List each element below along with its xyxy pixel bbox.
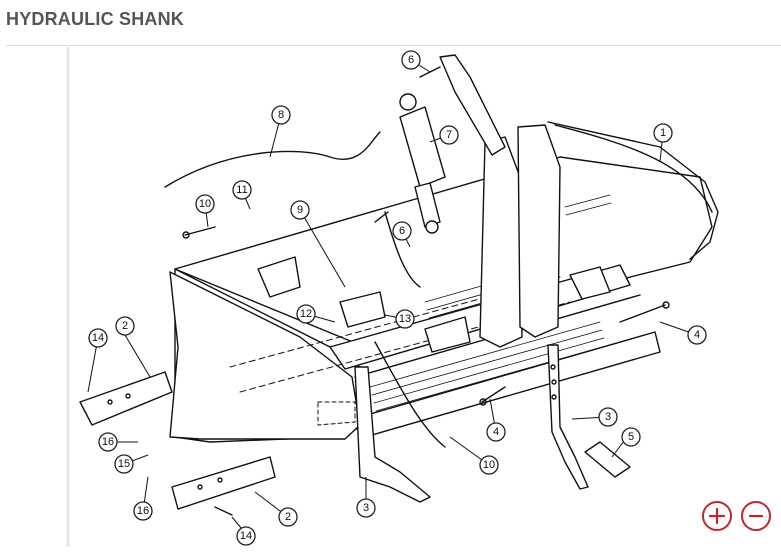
svg-text:3: 3: [605, 411, 611, 423]
svg-text:8: 8: [278, 109, 284, 121]
callout-3a: 3: [356, 498, 376, 518]
callout-7: 7: [439, 125, 459, 145]
callout-6a: 6: [401, 50, 421, 70]
callout-14b: 14: [236, 526, 256, 546]
svg-text:6: 6: [408, 54, 414, 66]
page-header: HYDRAULIC SHANK: [0, 0, 781, 46]
parts-diagram-drawing: 1 2 2 3 3 4 4 5 6 6 7 8 9 10 10 11 12 13…: [66, 45, 719, 549]
svg-text:5: 5: [628, 431, 634, 443]
svg-text:12: 12: [300, 308, 312, 320]
svg-text:3: 3: [363, 502, 369, 514]
svg-text:2: 2: [285, 511, 291, 523]
callout-4a: 4: [486, 422, 506, 442]
svg-text:2: 2: [122, 320, 128, 332]
svg-text:9: 9: [297, 204, 303, 216]
callout-9: 9: [290, 200, 310, 220]
svg-text:4: 4: [493, 426, 499, 438]
svg-text:16: 16: [102, 436, 114, 448]
callout-2a: 2: [115, 316, 135, 336]
callout-5: 5: [621, 427, 641, 447]
header-divider: [6, 45, 781, 46]
svg-text:4: 4: [694, 329, 700, 341]
svg-text:14: 14: [92, 332, 104, 344]
parts-diagram: 1 2 2 3 3 4 4 5 6 6 7 8 9 10 10 11 12 13…: [0, 45, 781, 549]
callout-10a: 10: [195, 194, 215, 214]
callout-16b: 16: [133, 501, 153, 521]
callout-6b: 6: [392, 221, 412, 241]
callout-12: 12: [296, 304, 316, 324]
callout-3b: 3: [598, 407, 618, 427]
svg-text:11: 11: [236, 184, 247, 196]
page-title: HYDRAULIC SHANK: [6, 9, 184, 29]
callout-13: 13: [395, 309, 415, 329]
callout-2b: 2: [278, 507, 298, 527]
zoom-in-button[interactable]: [702, 501, 732, 531]
svg-text:15: 15: [118, 458, 130, 470]
minus-icon: [748, 514, 764, 518]
svg-text:1: 1: [660, 127, 666, 139]
svg-text:14: 14: [240, 530, 252, 542]
svg-text:6: 6: [399, 225, 405, 237]
callout-8: 8: [271, 105, 291, 125]
svg-text:7: 7: [446, 129, 452, 141]
callout-11: 11: [232, 180, 252, 200]
plus-icon: [708, 507, 726, 525]
callout-15: 15: [114, 454, 134, 474]
svg-text:13: 13: [399, 313, 411, 325]
svg-text:10: 10: [199, 198, 211, 210]
svg-text:10: 10: [483, 459, 495, 471]
callout-10b: 10: [479, 455, 499, 475]
zoom-out-button[interactable]: [741, 501, 771, 531]
callout-4b: 4: [687, 325, 707, 345]
callout-1: 1: [653, 123, 673, 143]
callout-16a: 16: [98, 432, 118, 452]
svg-text:16: 16: [137, 505, 149, 517]
callout-14a: 14: [88, 328, 108, 348]
